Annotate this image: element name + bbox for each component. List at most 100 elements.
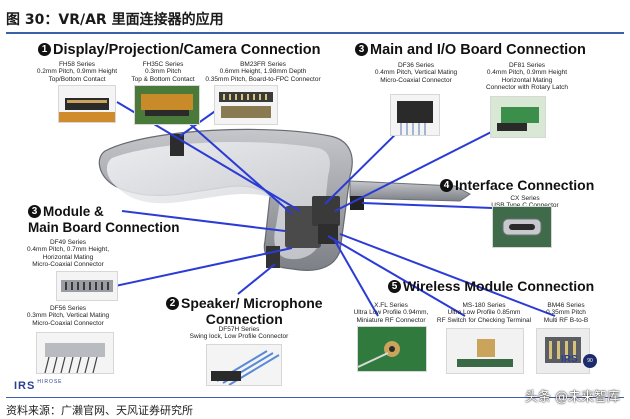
spec-line: Micro-Coaxial Connector xyxy=(32,319,104,327)
logo-subtext: HIROSE xyxy=(37,379,63,385)
connector-photo-df49 xyxy=(56,271,118,301)
series-name: MS-180 Series xyxy=(462,302,506,309)
spec-line: Micro-Coaxial Connector xyxy=(32,260,104,268)
section-number-badge: 3 xyxy=(355,43,368,56)
spec-line: 0.3mm Pitch xyxy=(144,68,182,76)
connector-photo-df81 xyxy=(490,96,546,138)
caption-cx: CX SeriesUSB Type C Connector xyxy=(476,195,574,210)
spec-line: 0.4mm Pitch, 0.7mm Height, xyxy=(27,246,109,254)
series-name: DF57H Series xyxy=(218,326,260,333)
spec-line: Miniature RF Connector xyxy=(356,316,426,324)
series-name: FH58 Series xyxy=(58,61,96,68)
heading-text: Main and I/O Board Connection xyxy=(370,42,586,58)
heading-text: Wireless Module Connection xyxy=(403,278,595,294)
connector-illustration xyxy=(491,97,545,137)
internal-board-2 xyxy=(312,196,340,226)
series-name: X.FL Series xyxy=(374,302,408,309)
connector-illustration xyxy=(59,98,115,122)
spec-line: 0.35mm Pitch, Board-to-FPC Connector xyxy=(205,75,321,83)
connector-illustration xyxy=(447,329,523,373)
connector-photo-fh58 xyxy=(58,85,116,123)
connector-photo-df36 xyxy=(390,94,440,136)
section-number-badge: 2 xyxy=(166,297,179,310)
connector-photo-fh35c xyxy=(134,85,200,125)
connector-photo-df57h xyxy=(206,344,282,386)
spec-line: 0.35mm Pitch xyxy=(546,309,586,317)
connector-illustration xyxy=(44,343,105,373)
spec-line: RF Switch for Checking Terminal xyxy=(436,316,532,324)
series-name: FH35C Series xyxy=(142,61,184,68)
connector-illustration xyxy=(61,280,113,292)
connector-illustration xyxy=(358,327,426,371)
spec-line: 0.2mm Pitch, 0.9mm Height xyxy=(36,68,118,76)
spec-line: Top/Bottom Contact xyxy=(48,75,106,83)
glasses-illustration xyxy=(98,101,556,317)
heading-text-line1: Speaker/ Microphone xyxy=(181,295,323,311)
connector-photo-df56 xyxy=(36,332,114,374)
figure-footer: 资料来源：广濑官网、天风证券研究所 头条 @未来智库 xyxy=(0,390,630,419)
connector-photo-xfl xyxy=(357,326,427,372)
spec-line: Connector with Rotary Latch xyxy=(485,83,568,91)
connector-illustration xyxy=(219,92,273,118)
spec-line: Micro-Coaxial Connector xyxy=(380,76,452,84)
series-name: DF36 Series xyxy=(397,62,435,69)
series-name: BM46 Series xyxy=(547,302,585,309)
lens xyxy=(106,142,330,260)
spec-line: Top & Bottom Contact xyxy=(131,75,195,83)
connector-photo-bm46 xyxy=(536,328,590,374)
heading-text: Display/Projection/Camera Connection xyxy=(53,42,321,58)
heading-text-line2: Main Board Connection xyxy=(28,220,180,235)
anniversary-badge: 90 xyxy=(583,354,597,368)
heading-text: Interface Connection xyxy=(455,177,595,193)
spec-line: Multi RF B-to-B xyxy=(543,316,589,324)
series-name: DF56 Series xyxy=(49,305,87,312)
spec-line: Horizontal Mating xyxy=(501,76,553,84)
usb-port xyxy=(350,196,364,210)
header-divider xyxy=(6,32,624,34)
spec-line: 0.3mm Pitch, Vertical Mating xyxy=(26,312,110,320)
spec-line: 0.4mm Pitch, 0.9mm Height xyxy=(486,69,568,77)
spec-line: Ultra Low Profile 0.94mm, xyxy=(353,309,429,317)
spec-line: Ultra Low Profile 0.85mm xyxy=(447,309,521,317)
irs-logo: IRS xyxy=(561,354,578,365)
spec-line: Swing lock, Low Profile Connector xyxy=(189,333,289,341)
connector-photo-bm23fr xyxy=(214,85,278,125)
connector-photo-ms180 xyxy=(446,328,524,374)
series-name: DF49 Series xyxy=(49,239,87,246)
series-name: CX Series xyxy=(510,195,540,202)
spec-line: Horizontal Mating xyxy=(42,253,94,261)
section-number-badge: 1 xyxy=(38,43,51,56)
section-number-badge: 3 xyxy=(28,205,41,218)
connector-illustration xyxy=(135,86,199,124)
logo-text: IRS xyxy=(561,354,578,365)
section-number-badge: 4 xyxy=(440,179,453,192)
heading-text-line2: Connection xyxy=(205,311,283,327)
connector-illustration xyxy=(397,101,433,135)
series-name: BM23FR Series xyxy=(240,61,286,68)
spec-line: USB Type C Connector xyxy=(476,202,574,209)
footer-divider xyxy=(6,397,624,398)
spec-line: 0.6mm Height, 1.98mm Depth xyxy=(219,68,307,76)
section-number-badge: 5 xyxy=(388,280,401,293)
connector-illustration xyxy=(211,350,280,385)
source-note: 资料来源：广濑官网、天风证券研究所 xyxy=(6,404,193,417)
figure-title: 图 30：VR/AR 里面连接器的应用 xyxy=(6,12,224,28)
